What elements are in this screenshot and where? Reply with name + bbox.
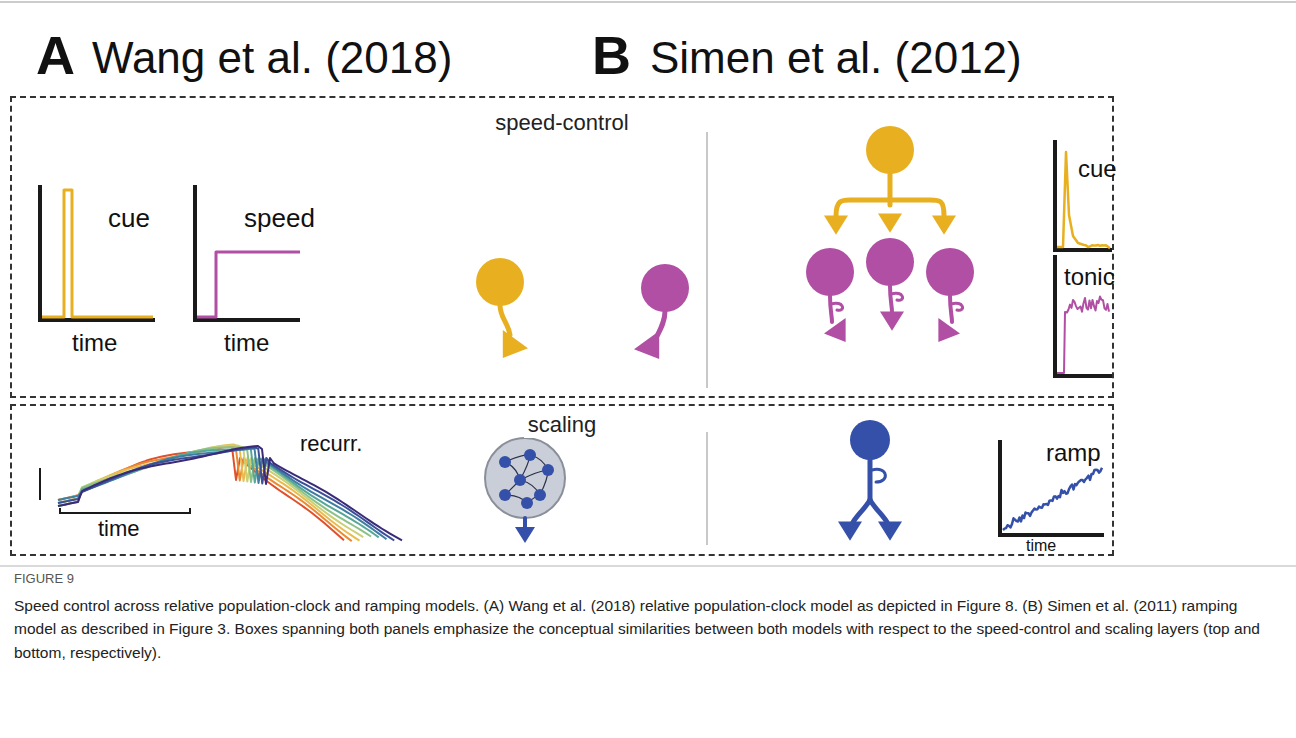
axon — [951, 303, 963, 310]
signal-trace — [42, 190, 153, 317]
plot-axes — [1000, 440, 1104, 535]
axon — [523, 518, 527, 528]
synapse-terminal — [880, 312, 904, 331]
synapse-terminal — [503, 330, 528, 358]
synapse-terminal — [824, 216, 848, 235]
neuron-soma — [641, 264, 689, 312]
figure-art — [0, 2, 1296, 566]
plot-label: cue — [108, 204, 150, 233]
plot-label: speed — [244, 204, 315, 233]
neuron-soma — [521, 497, 533, 509]
axis-label: time — [224, 330, 269, 356]
neuron-soma — [850, 420, 890, 460]
neuron-soma — [476, 258, 524, 306]
signal-trace — [58, 446, 402, 540]
signal-trace — [197, 252, 300, 317]
synapse-terminal — [838, 522, 862, 541]
neuron-soma — [499, 489, 511, 501]
axon — [831, 303, 843, 310]
neuron-soma — [499, 456, 511, 468]
synapse-terminal — [824, 318, 846, 342]
divider — [706, 132, 708, 388]
axon — [872, 469, 885, 482]
figure-number: FIGURE 9 — [14, 572, 74, 586]
signal-trace — [58, 447, 394, 540]
network-population — [485, 438, 565, 518]
axon — [950, 296, 952, 322]
axon — [870, 500, 888, 524]
layer-title: scaling — [524, 412, 600, 438]
signal-trace — [1003, 468, 1102, 530]
synapse-terminal — [878, 522, 902, 541]
neuron-soma — [534, 489, 546, 501]
axis-label: time — [98, 517, 140, 541]
layer-title: speed-control — [491, 110, 632, 136]
axon — [830, 296, 832, 322]
plot-label: cue — [1078, 156, 1117, 182]
scale-bar — [39, 468, 41, 500]
panel-letter: A — [36, 26, 75, 85]
dashed-layer-box: scaling — [10, 404, 1114, 556]
neuron-soma — [514, 474, 526, 486]
neuron-soma — [806, 248, 854, 296]
synapse-terminal — [932, 216, 956, 235]
synapse-terminal — [878, 214, 902, 233]
panel-title: Wang et al. (2018) — [92, 34, 452, 82]
dashed-layer-box: speed-control — [10, 96, 1114, 398]
scale-bar — [60, 508, 190, 513]
divider — [706, 432, 708, 545]
neuron-soma — [926, 248, 974, 296]
axon — [890, 286, 892, 312]
plot-label: tonic — [1064, 264, 1115, 290]
neuron-soma — [866, 238, 914, 286]
plot-label: ramp — [1046, 440, 1101, 466]
neuron-soma — [542, 464, 554, 476]
axon — [852, 500, 870, 524]
panel-title: Simen et al. (2012) — [650, 34, 1022, 82]
synapse-terminal — [515, 527, 535, 543]
neuron-soma — [524, 449, 536, 461]
frame-line — [0, 1, 1296, 3]
axon — [868, 460, 873, 500]
axon — [891, 293, 903, 300]
axis-label: time — [72, 330, 117, 356]
figure-caption: Speed control across relative population… — [14, 594, 1280, 664]
axis-label: time — [1026, 537, 1056, 555]
neuron-soma — [866, 126, 914, 174]
axon — [500, 305, 510, 335]
synapse-terminal — [938, 318, 960, 342]
synapse-terminal — [634, 331, 659, 359]
frame-line — [0, 565, 1296, 567]
signal-trace — [1057, 297, 1109, 373]
plot-label: recurr. — [300, 432, 362, 456]
plot-axes — [40, 185, 155, 320]
panel-letter: B — [592, 26, 631, 85]
